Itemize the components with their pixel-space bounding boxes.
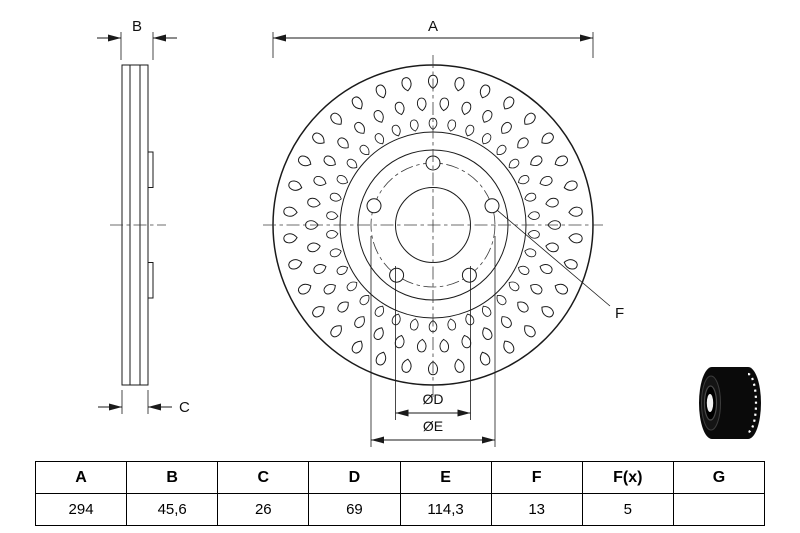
value-d: 69 <box>308 493 401 526</box>
thumbnail-center-bore <box>706 394 714 412</box>
dimension-a: A <box>272 18 594 58</box>
col-header-e: E <box>399 461 492 494</box>
value-c: 26 <box>217 493 310 526</box>
dim-label-a: A <box>428 18 438 35</box>
bolt-holes <box>366 155 500 283</box>
value-g <box>672 493 766 526</box>
dim-label-b: B <box>132 18 142 35</box>
thumbnail-vane-slots <box>747 372 758 434</box>
dimension-c: C <box>98 390 190 416</box>
dim-label-c: C <box>179 399 190 416</box>
col-header-c: C <box>217 461 310 494</box>
vent-holes <box>283 74 583 376</box>
technical-drawing: A B C ØD ØE <box>97 18 761 447</box>
dim-label-d: ØD <box>423 391 444 407</box>
value-f: 13 <box>490 493 583 526</box>
value-a: 294 <box>34 493 128 526</box>
col-header-b: B <box>126 461 219 494</box>
center-lines <box>110 55 603 397</box>
dimension-b: B <box>97 18 177 60</box>
col-header-d: D <box>308 461 401 494</box>
col-header-fx: F(x) <box>581 461 674 494</box>
table-header-row: A B C D E F F(x) G <box>34 461 766 494</box>
product-thumbnail <box>699 367 761 439</box>
table-value-row: 294 45,6 26 69 114,3 13 5 <box>34 493 766 526</box>
col-header-g: G <box>672 461 766 494</box>
dimension-table: A B C D E F F(x) G 294 45,6 26 69 114,3 … <box>34 461 766 526</box>
value-e: 114,3 <box>399 493 492 526</box>
col-header-f: F <box>490 461 583 494</box>
dim-label-f: F <box>615 305 624 322</box>
dimension-d: ØD <box>395 266 471 420</box>
value-b: 45,6 <box>126 493 219 526</box>
dimension-e: ØE <box>370 236 496 447</box>
dim-label-e: ØE <box>423 418 443 434</box>
value-fx: 5 <box>581 493 674 526</box>
leader-f: F <box>497 209 624 322</box>
col-header-a: A <box>34 461 128 494</box>
